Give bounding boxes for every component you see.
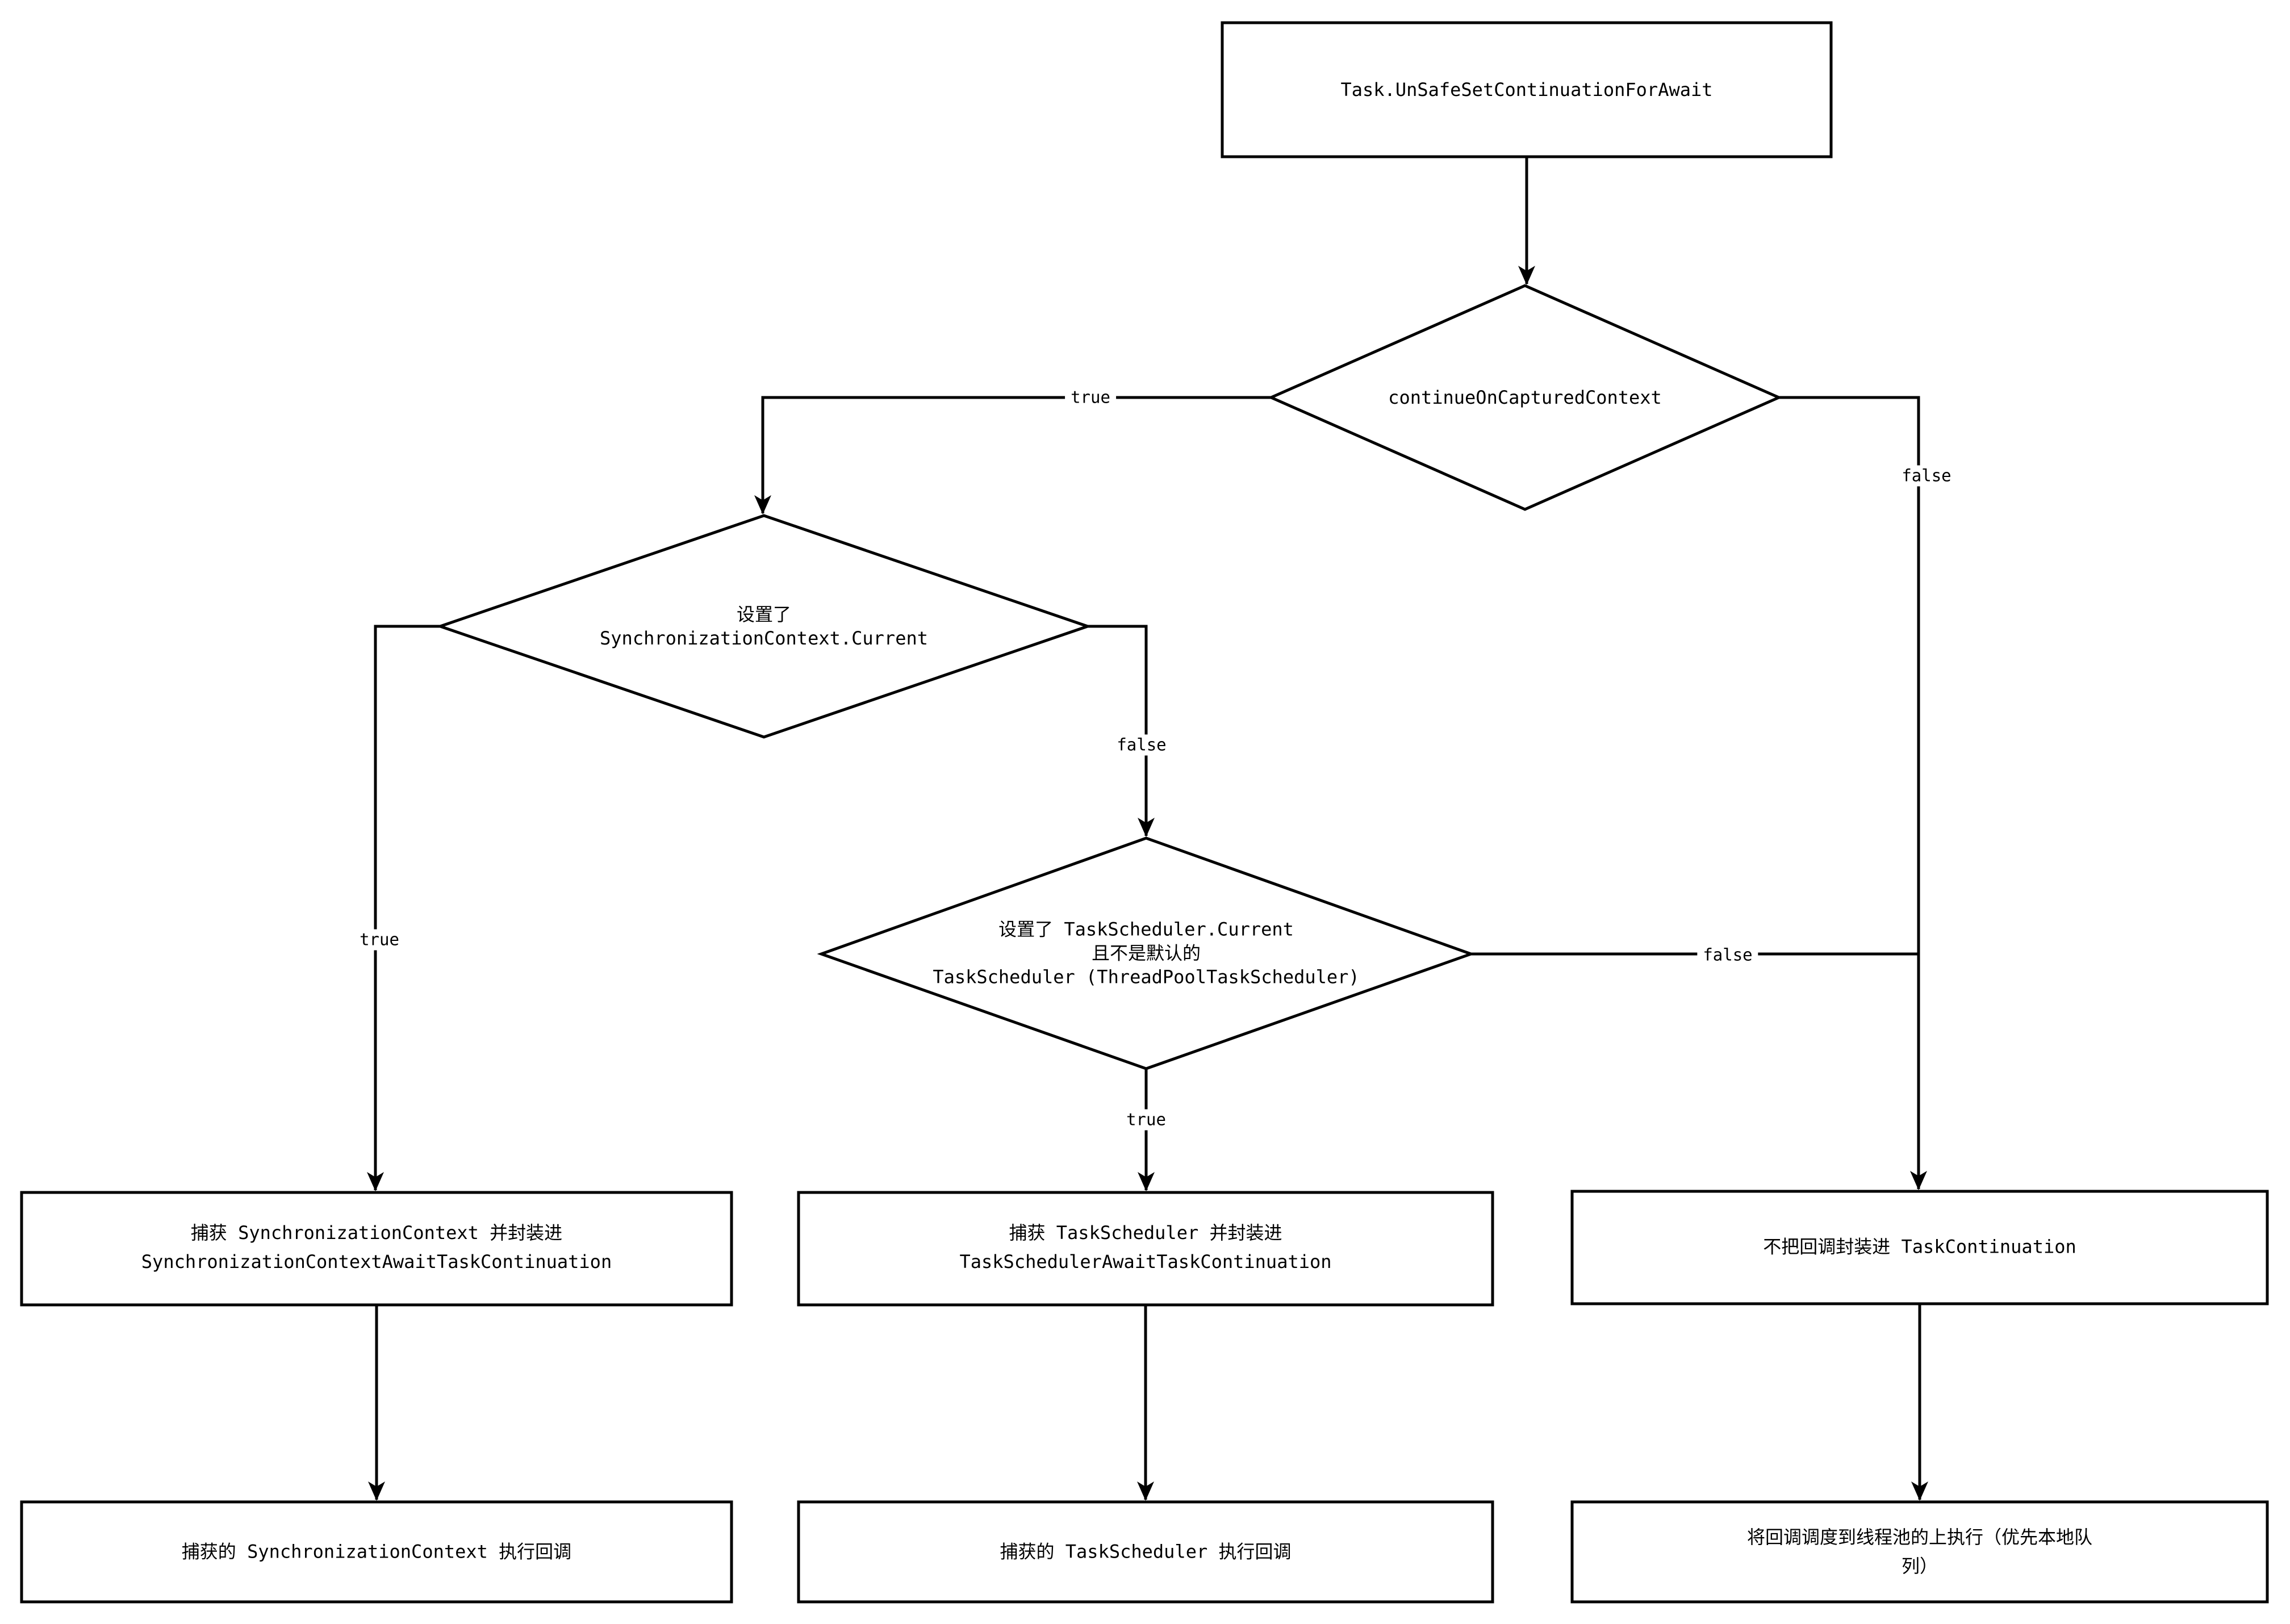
edge-label-d3-false: false [1697, 944, 1758, 966]
action-capture-sync-context-shape [20, 1191, 733, 1307]
result-task-scheduler-invoke-label: 捕获的 TaskScheduler 执行回调 [1000, 1541, 1292, 1563]
edge-label-d1-false: false [1896, 465, 1957, 487]
decision-continue-on-captured-context-label: continueOnCapturedContext [1388, 386, 1662, 408]
edge-d2-true [367, 625, 440, 1191]
edge-label-d1-true: true [1065, 387, 1116, 408]
result-task-scheduler-invoke-shape [797, 1500, 1494, 1604]
result-thread-pool-schedule-label: 将回调调度到线程池的上执行（优先本地队列） [1746, 1526, 2092, 1577]
action-capture-task-scheduler-shape [797, 1191, 1494, 1307]
decision-sync-context-set-label: 设置了 SynchronizationContext.Current [600, 603, 928, 649]
edge-label-d2-false: false [1111, 734, 1172, 756]
decision-continue-on-captured-context-shape [1267, 284, 1783, 511]
result-sync-context-invoke-shape [20, 1500, 733, 1604]
decision-task-scheduler-set-shape [817, 836, 1476, 1070]
edge-label-d2-true: true [354, 929, 405, 951]
decision-sync-context-set-shape [436, 514, 1092, 739]
action-capture-sync-context-label: 捕获 SynchronizationContext 并封装进 Synchroni… [141, 1221, 612, 1273]
action-no-task-continuation-label: 不把回调封装进 TaskContinuation [1763, 1236, 2076, 1258]
result-sync-context-invoke-label: 捕获的 SynchronizationContext 执行回调 [181, 1541, 572, 1563]
start-node-label: Task.UnSafeSetContinuationForAwait [1340, 78, 1713, 101]
start-node-shape [1221, 21, 1833, 158]
action-capture-task-scheduler-label: 捕获 TaskScheduler 并封装进 TaskSchedulerAwait… [959, 1221, 1332, 1273]
edge-d1-false [1779, 396, 1927, 1190]
edge-label-d3-true: true [1121, 1109, 1172, 1131]
action-no-task-continuation-shape [1570, 1190, 2269, 1305]
edge-d1-true [754, 396, 1271, 514]
result-thread-pool-schedule-shape [1570, 1500, 2269, 1604]
decision-task-scheduler-set-label: 设置了 TaskScheduler.Current 且不是默认的 TaskSch… [933, 918, 1360, 989]
edge-d2-false [1088, 625, 1155, 837]
